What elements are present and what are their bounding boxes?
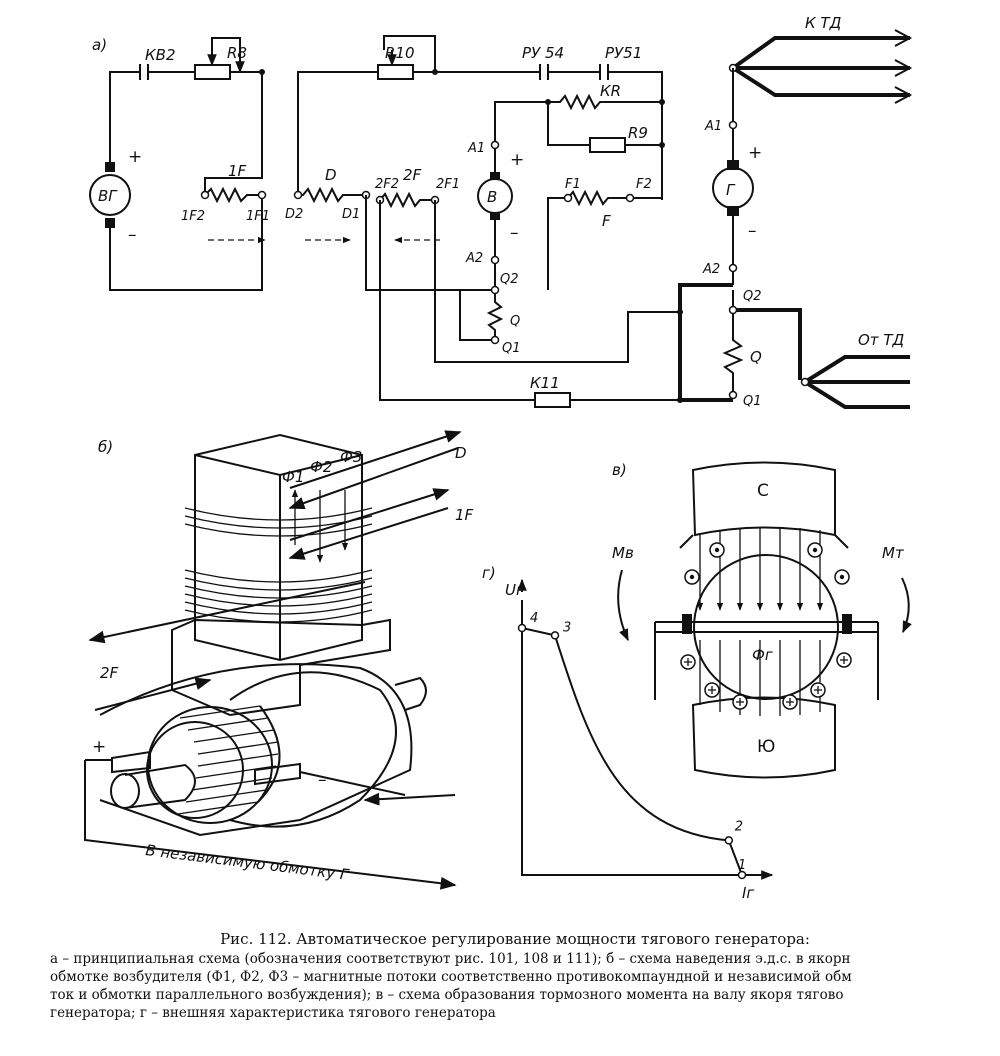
chart-axes [521, 600, 765, 876]
shaft-end [110, 773, 140, 809]
k-td-label: К ТД [805, 14, 842, 32]
x-axis-label: Iг [742, 884, 754, 902]
pole-n-label: С [757, 481, 769, 501]
b-note: В независимую обмотку Г [145, 841, 351, 884]
w1f1-label: 1F1 [246, 209, 270, 224]
ot-td-label: От ТД [858, 331, 904, 349]
r8-label: R8 [227, 44, 247, 62]
figure-112: а) ВГ + – КВ2 R8 1F 1F2 1F1 [84, 14, 913, 902]
k11-label: К11 [530, 374, 560, 392]
point-1 [737, 870, 747, 880]
resistor-r8 [194, 64, 231, 80]
qb-label: Q [750, 348, 762, 366]
a1-gen-label: А1 [704, 119, 722, 134]
external-characteristic-panel-g: г) Uг Iг 4 3 2 1 [482, 564, 774, 902]
a1-exc-label: А1 [467, 141, 485, 156]
phi3-label: Ф3 [340, 448, 362, 466]
w1f-label: 1F [228, 162, 247, 180]
resistor-r10 [377, 64, 414, 80]
caption-line-4: генератора; г – внешняя характеристика т… [50, 1005, 496, 1021]
g-plus: + [748, 143, 762, 163]
point-4 [517, 623, 527, 633]
qa-label: Q [510, 314, 520, 329]
q1a-label: Q1 [502, 341, 521, 356]
q2b-label: Q2 [743, 289, 762, 304]
pole-windings [184, 507, 373, 623]
mv-label: Мв [612, 544, 634, 562]
w2f2-label: 2F2 [375, 177, 399, 192]
q2a-label: Q2 [500, 272, 519, 287]
panel-g-label: г) [482, 564, 496, 582]
r10-label: R10 [385, 44, 415, 62]
circuit-v: В А1 А2 + – Q2 Q Q1 К11 R10 РУ 54 Р [285, 35, 680, 408]
ru51-label: РУ51 [605, 44, 642, 62]
conductors-in [680, 652, 852, 710]
v-plus: + [510, 150, 524, 170]
b-2f-label: 2F [100, 664, 119, 682]
caption-line-3: ток и обмотки параллельного возбуждения)… [50, 987, 844, 1003]
phi1-label: Ф1 [282, 468, 304, 486]
exciter-perspective-panel-b: б) + – [84, 430, 474, 890]
generator-field-panel-v: в) С Ю [612, 461, 912, 779]
vg-plus: + [128, 147, 142, 167]
exciter-vg-symbol [89, 174, 131, 216]
b-plus: + [92, 737, 106, 757]
y-axis-label: Uг [505, 581, 524, 599]
d1-label: D1 [342, 207, 360, 222]
a2-gen-label: А2 [702, 262, 720, 277]
q1b-label: Q1 [743, 394, 762, 409]
circuit-g: Г К ТД А1 А2 + – Q2 Q Q1 От ТД [677, 14, 913, 409]
vg-minus: – [128, 225, 137, 245]
point-2 [724, 836, 734, 845]
point-3 [550, 631, 560, 640]
resistor-k11 [534, 392, 571, 408]
conductors-out [684, 542, 850, 585]
g-minus: – [748, 221, 757, 241]
resistor-r9 [589, 137, 626, 153]
circuit-vg: ВГ + – КВ2 R8 1F 1F2 1F1 [89, 37, 270, 291]
generator-armature [693, 554, 839, 700]
phi2-label: Ф2 [310, 458, 332, 476]
v-label: В [487, 188, 497, 206]
f2-label: F2 [636, 177, 652, 192]
point-2-label: 2 [735, 819, 743, 834]
point-1-label: 1 [738, 858, 746, 873]
point-4-label: 4 [530, 611, 538, 626]
characteristic-curve [521, 627, 743, 876]
figure-caption: Рис. 112. Автоматическое регулирование м… [50, 930, 980, 1022]
caption-title: Рис. 112. Автоматическое регулирование м… [220, 930, 810, 948]
f1-label: F1 [565, 177, 581, 192]
schematic-panel-a: а) ВГ + – КВ2 R8 1F 1F2 1F1 [89, 14, 913, 409]
a2-exc-label: А2 [465, 251, 483, 266]
panel-v-label: в) [612, 461, 627, 479]
d2-label: D2 [285, 207, 303, 222]
b-minus: – [318, 770, 327, 790]
kv2-label: КВ2 [145, 46, 175, 64]
caption-line-1: а – принципиальная схема (обозначения со… [50, 951, 851, 967]
panel-a-label: а) [92, 36, 107, 54]
w2f-label: 2F [403, 166, 422, 184]
pole-s-label: Ю [757, 737, 775, 757]
g-label: Г [726, 181, 736, 199]
vg-label: ВГ [98, 187, 118, 205]
caption-line-2: обмотке возбудителя (Ф1, Ф2, Ф3 – магнит… [50, 969, 852, 985]
r9-label: R9 [628, 124, 648, 142]
w2f1-label: 2F1 [436, 177, 460, 192]
w1f2-label: 1F2 [181, 209, 205, 224]
d-label: D [325, 166, 337, 184]
panel-b-label: б) [98, 438, 113, 456]
f-label: F [602, 212, 611, 230]
mt-label: Мт [882, 544, 905, 562]
b-1f-label: 1F [455, 506, 474, 524]
ru54-label: РУ 54 [522, 44, 564, 62]
kr-label: КR [600, 82, 621, 100]
v-minus: – [510, 223, 519, 243]
phig-label: Фг [752, 646, 773, 664]
point-3-label: 3 [563, 620, 571, 635]
b-d-label: D [455, 444, 467, 462]
